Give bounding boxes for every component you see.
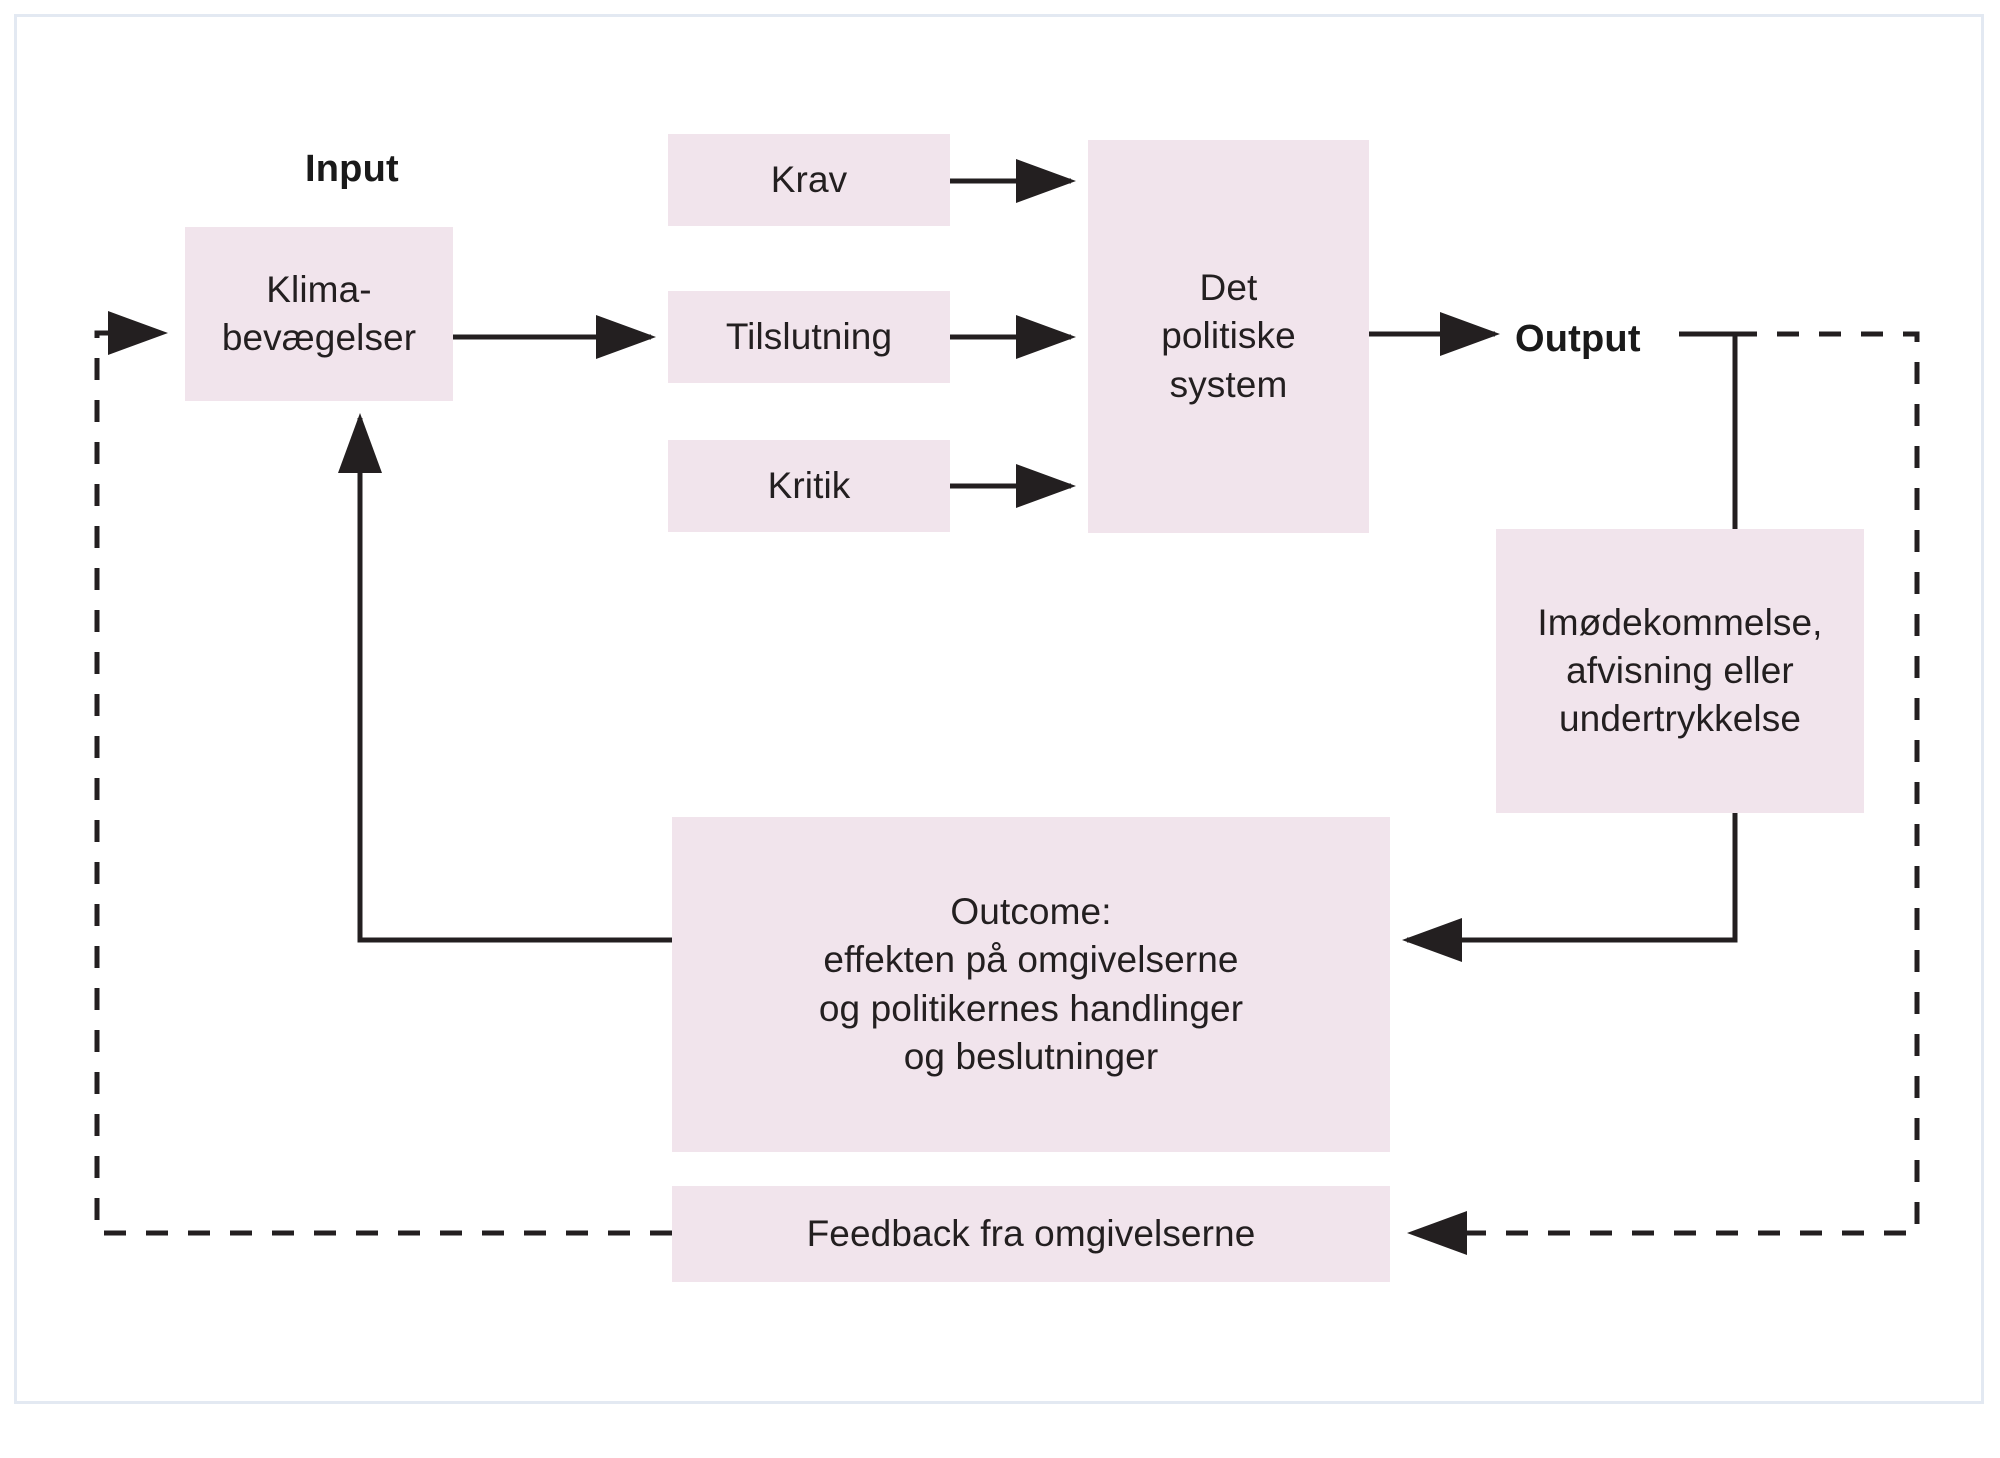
node-system-label: Det politiske system	[1161, 267, 1296, 405]
node-klima-bevaegelser: Klima- bevægelser	[185, 227, 453, 401]
node-outcome-label: Outcome: effekten på omgivelserne og pol…	[818, 891, 1244, 1077]
node-imodekommelse-afvisning-undertrykkelse: Imødekommelse, afvisning eller undertryk…	[1496, 529, 1864, 813]
edge-outcome-to-klima	[338, 413, 672, 943]
edge-output-to-imode	[1679, 331, 1738, 529]
input-label: Input	[305, 148, 399, 190]
node-feedback-label: Feedback fra omgivelserne	[806, 1212, 1256, 1254]
node-imode-label: Imødekommelse, afvisning eller undertryk…	[1537, 601, 1823, 740]
edge-imode-to-outcome	[1402, 813, 1738, 962]
node-outcome: Outcome: effekten på omgivelserne og pol…	[672, 817, 1390, 1152]
node-feedback-fra-omgivelserne: Feedback fra omgivelserne	[672, 1186, 1390, 1282]
edge-feedbackloop-to-klima-dashed	[94, 311, 672, 1236]
node-krav: Krav	[668, 134, 950, 226]
node-tilslutning: Tilslutning	[668, 291, 950, 383]
node-tilslutning-label: Tilslutning	[725, 315, 893, 357]
node-krav-label: Krav	[770, 158, 848, 200]
node-kritik-label: Kritik	[767, 464, 851, 506]
node-kritik: Kritik	[668, 440, 950, 532]
node-det-politiske-system: Det politiske system	[1088, 140, 1369, 533]
node-klima-label: Klima- bevægelser	[221, 268, 417, 358]
edge-output-to-feedback-dashed	[1407, 331, 1920, 1255]
output-label: Output	[1515, 318, 1641, 360]
